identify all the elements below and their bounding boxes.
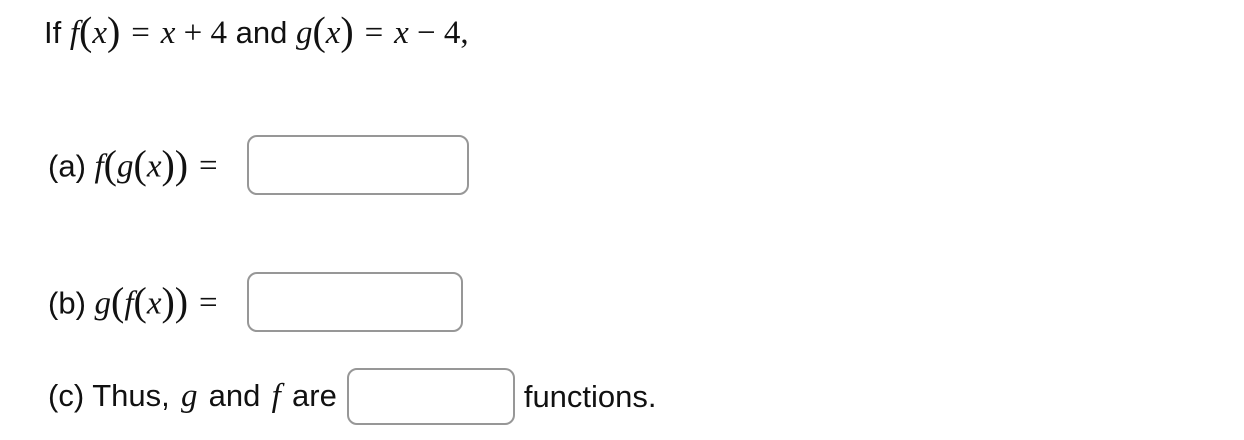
math-segment-rel: = bbox=[356, 15, 392, 51]
part-c-suffix: functions. bbox=[523, 378, 657, 414]
math-segment-mi: g bbox=[295, 15, 313, 51]
answer-input-c[interactable] bbox=[346, 368, 515, 425]
math-segment-mi: x bbox=[146, 148, 162, 185]
math-segment-mi: g bbox=[94, 285, 112, 322]
math-segment-rel: = bbox=[190, 148, 226, 185]
math-segment-mi: x bbox=[92, 15, 107, 51]
math-segment-mi: f bbox=[124, 285, 134, 322]
math-segment-rel: = bbox=[122, 15, 159, 51]
math-segment-text: (c) Thus, bbox=[48, 378, 170, 413]
math-segment-mo: ( bbox=[111, 278, 125, 324]
answer-input-b[interactable] bbox=[246, 272, 463, 332]
part-a-row: (a) f(g(x)) = bbox=[48, 135, 469, 195]
math-segment-text: and bbox=[226, 15, 296, 50]
math-segment-pun: , bbox=[460, 15, 469, 51]
math-segment-mo: )) bbox=[161, 141, 189, 187]
math-segment-mo: ) bbox=[340, 8, 354, 54]
math-segment-mo: ) bbox=[107, 8, 121, 54]
math-segment-mo: ( bbox=[79, 8, 93, 54]
math-segment-mo: ( bbox=[133, 278, 147, 324]
math-segment-text: (a) bbox=[48, 148, 95, 184]
math-segment-mi: x bbox=[394, 15, 409, 51]
math-segment-mi: g bbox=[117, 148, 134, 185]
math-segment-bin: + bbox=[175, 15, 211, 51]
math-segment-mis: f bbox=[271, 378, 281, 414]
math-segment-bin: − bbox=[408, 15, 444, 51]
math-segment-mn: 4 bbox=[210, 15, 227, 51]
math-segment-mi: x bbox=[146, 285, 162, 322]
part-b-label: (b) g(f(x)) = bbox=[48, 278, 229, 324]
math-segment-mo: ( bbox=[312, 8, 326, 54]
math-segment-mi: f bbox=[69, 15, 80, 51]
math-segment-mi: f bbox=[94, 148, 104, 185]
answer-input-a[interactable] bbox=[246, 135, 469, 195]
math-segment-mo: )) bbox=[161, 278, 189, 324]
math-segment-mis: g bbox=[180, 378, 198, 414]
math-segment-mi: x bbox=[160, 15, 176, 51]
math-segment-rel: = bbox=[190, 285, 226, 322]
part-a-label: (a) f(g(x)) = bbox=[48, 141, 229, 187]
math-segment-text: (b) bbox=[48, 285, 95, 321]
math-segment-mn: 4 bbox=[443, 15, 461, 51]
part-b-row: (b) g(f(x)) = bbox=[48, 272, 463, 332]
math-segment-text: and bbox=[208, 378, 261, 413]
math-segment-text: If bbox=[44, 15, 70, 50]
math-segment-text: are bbox=[292, 378, 337, 413]
given-equation: If f(x) = x + 4 and g(x) = x − 4, bbox=[44, 10, 469, 56]
math-segment-mi: x bbox=[325, 15, 341, 51]
math-segment-mo: ( bbox=[133, 141, 147, 187]
math-segment-mo: ( bbox=[103, 141, 117, 187]
